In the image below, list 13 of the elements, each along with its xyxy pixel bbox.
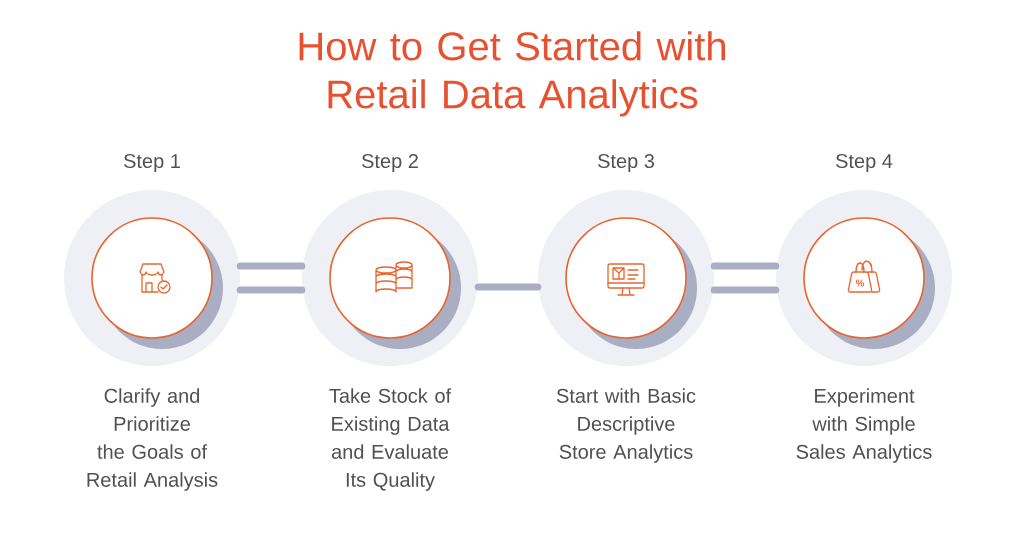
step-description: Clarify and Prioritize the Goals of Retail Analysis [87,388,218,491]
step-description: Start with Basic Descriptive Store Analytics [556,388,696,463]
step-label: Step 1 [124,153,180,173]
step-label: Step 3 [598,153,654,173]
percent-sign: % [855,279,865,287]
step-description: Experiment with Simple Sales Analytics [796,388,932,463]
connector [474,283,542,291]
step-label: Step 2 [362,153,418,173]
connector [236,262,306,294]
title: How to Get Started with Retail Data Analytics [299,31,725,117]
step-description: Take Stock of Existing Data and Evaluate Its Quality [329,388,452,491]
connector [710,262,780,294]
step-label: Step 4 [836,153,893,173]
